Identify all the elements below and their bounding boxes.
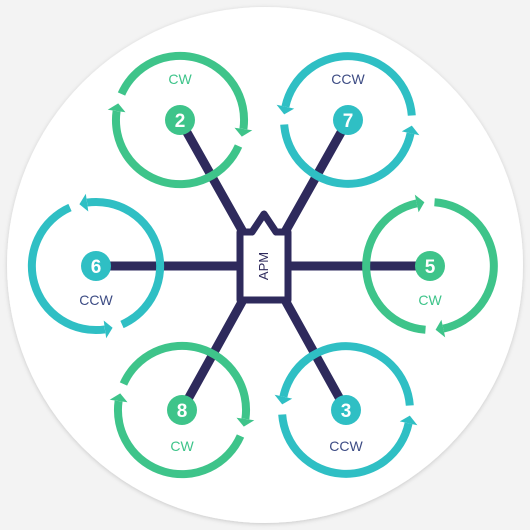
motor-number: 2 bbox=[175, 111, 186, 132]
motor-number: 5 bbox=[425, 257, 436, 278]
motor-hub bbox=[81, 251, 111, 281]
motor-2: 2 CW bbox=[107, 51, 253, 189]
motor-number: 7 bbox=[343, 111, 354, 132]
rotation-arrowhead-icon bbox=[107, 103, 126, 113]
motor-hub bbox=[333, 105, 363, 135]
rotation-arrowhead-icon bbox=[79, 193, 89, 212]
rotation-direction-label: CCW bbox=[329, 438, 363, 454]
rotation-arrowhead-icon bbox=[399, 415, 418, 426]
rotation-arc bbox=[117, 51, 248, 130]
rotation-arc bbox=[279, 342, 414, 406]
rotation-arrowhead-icon bbox=[435, 319, 446, 338]
motor-hub bbox=[167, 395, 197, 425]
rotation-arrowhead-icon bbox=[236, 417, 255, 427]
apm-label: APM bbox=[256, 252, 271, 280]
motor-number: 6 bbox=[91, 257, 102, 278]
rotation-arc bbox=[280, 124, 415, 188]
rotation-arrowhead-icon bbox=[274, 394, 293, 405]
rotation-direction-label: CCW bbox=[331, 71, 365, 87]
rotation-arrowhead-icon bbox=[414, 194, 425, 213]
rotation-direction-label: CW bbox=[168, 71, 192, 87]
rotation-arc bbox=[112, 110, 243, 189]
rotation-arc bbox=[278, 414, 413, 478]
rotation-arc bbox=[119, 341, 250, 420]
rotation-arc bbox=[86, 198, 165, 329]
rotation-direction-label: CW bbox=[170, 438, 194, 454]
rotation-arrowhead-icon bbox=[109, 393, 128, 403]
motor-7: 7 CCW bbox=[276, 52, 420, 188]
apm-controller-body bbox=[236, 210, 292, 304]
motor-8: 8CW bbox=[109, 341, 255, 479]
rotation-direction-label: CW bbox=[418, 292, 442, 308]
rotation-arrowhead-icon bbox=[103, 320, 113, 339]
rotation-direction-label: CCW bbox=[79, 292, 113, 308]
motor-hub bbox=[165, 105, 195, 135]
apm-controller: APM bbox=[236, 210, 292, 304]
motor-5: 5CW bbox=[362, 194, 498, 338]
rotation-arrowhead-icon bbox=[276, 104, 295, 115]
rotation-arc bbox=[281, 52, 416, 116]
motor-number: 3 bbox=[341, 401, 352, 422]
rotation-arrowhead-icon bbox=[401, 125, 420, 136]
rotation-arc bbox=[114, 400, 245, 479]
rotation-arc bbox=[362, 199, 426, 334]
motor-number: 8 bbox=[177, 401, 188, 422]
rotation-arrowhead-icon bbox=[234, 127, 253, 137]
rotation-arc bbox=[27, 203, 106, 334]
motor-hub bbox=[331, 395, 361, 425]
motor-hub bbox=[415, 251, 445, 281]
rotation-arc bbox=[434, 198, 498, 333]
